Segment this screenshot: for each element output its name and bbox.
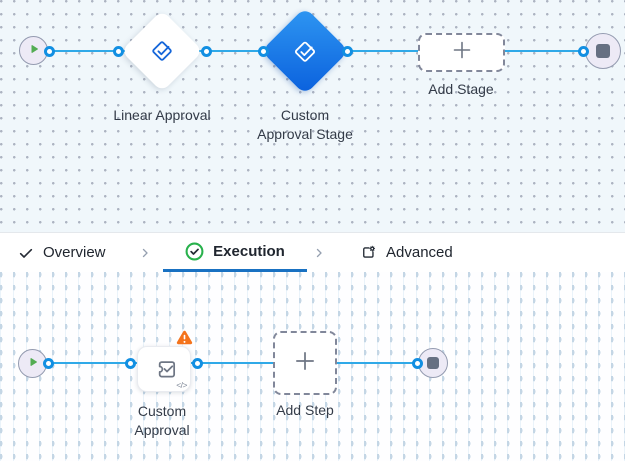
step-label: Custom Approval	[134, 403, 190, 438]
stage-tab-bar: Overview Execution Advanced	[0, 232, 625, 272]
connector-handle[interactable]	[577, 45, 589, 57]
stop-icon	[427, 357, 439, 369]
connector-handle[interactable]	[341, 45, 353, 57]
connector-handle[interactable]	[112, 45, 124, 57]
stage-label: Custom Approval Stage	[257, 107, 353, 142]
connector-handle[interactable]	[42, 357, 54, 369]
tab-overview[interactable]: Overview	[18, 233, 106, 272]
stage-node-custom-approval-stage[interactable]	[261, 7, 349, 95]
settings-box-icon	[360, 244, 377, 261]
connector-handle[interactable]	[257, 45, 269, 57]
tab-label: Advanced	[386, 244, 453, 261]
plus-icon	[292, 348, 318, 379]
connector-handle[interactable]	[43, 45, 55, 57]
tab-label: Execution	[213, 242, 285, 260]
tab-label: Overview	[43, 244, 106, 261]
warning-triangle-icon[interactable]	[176, 330, 193, 345]
connector-handle[interactable]	[200, 45, 212, 57]
connector-handle[interactable]	[124, 357, 136, 369]
start-node[interactable]	[19, 36, 48, 65]
tab-execution[interactable]: Execution	[163, 233, 307, 272]
check-icon	[18, 245, 34, 261]
end-node[interactable]	[418, 348, 448, 378]
start-node[interactable]	[18, 349, 47, 378]
step-node-custom-approval[interactable]: </>	[137, 330, 193, 392]
add-stage-button[interactable]	[418, 33, 505, 72]
step-edge	[33, 361, 433, 365]
stop-icon	[596, 44, 610, 58]
play-icon	[28, 42, 40, 60]
stage-node-linear-approval[interactable]	[120, 9, 204, 93]
end-node[interactable]	[585, 33, 621, 69]
add-stage-label: Add Stage	[428, 81, 494, 97]
check-circle-icon	[185, 242, 204, 261]
stage-canvas: Linear Approval Custom Approval Stage Ad…	[0, 0, 625, 232]
add-step-button[interactable]	[273, 331, 337, 395]
puzzle-check-icon	[150, 353, 178, 386]
plus-icon	[450, 38, 474, 67]
step-canvas: </> Custom Approval Add Step	[0, 272, 625, 461]
chevron-right-icon	[139, 233, 151, 272]
add-step-label: Add Step	[276, 402, 334, 418]
code-badge: </>	[176, 380, 187, 390]
play-icon	[27, 355, 39, 373]
chevron-right-icon	[313, 233, 325, 272]
approval-stage-icon	[292, 38, 319, 65]
connector-handle[interactable]	[411, 357, 423, 369]
approval-stage-icon	[149, 38, 175, 64]
connector-handle[interactable]	[191, 357, 203, 369]
tab-advanced[interactable]: Advanced	[360, 233, 453, 272]
stage-label: Linear Approval	[113, 107, 211, 123]
